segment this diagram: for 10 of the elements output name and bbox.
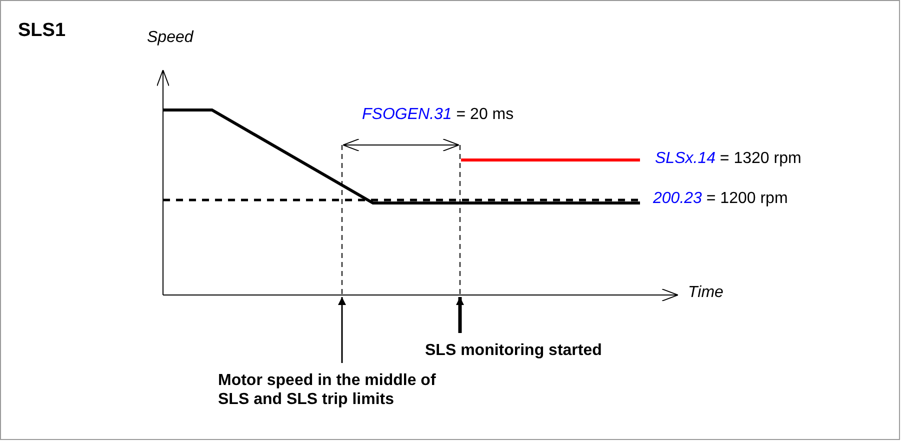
annotation-text: Motor speed in the middle of SLS and SLS trip limits [218, 371, 453, 410]
arrow [338, 297, 346, 363]
duration-label: FSOGEN.31 = 20 ms [362, 105, 514, 124]
arrow [456, 297, 464, 333]
limit-label: SLSx.14 = 1320 rpm [655, 149, 802, 168]
limit-label: 200.23 = 1200 rpm [653, 189, 788, 208]
axis-label: Time [688, 283, 724, 302]
annotation-text: SLS monitoring started [425, 341, 685, 360]
title-label: SLS1 [18, 20, 66, 43]
axis-label: Speed [147, 28, 194, 48]
